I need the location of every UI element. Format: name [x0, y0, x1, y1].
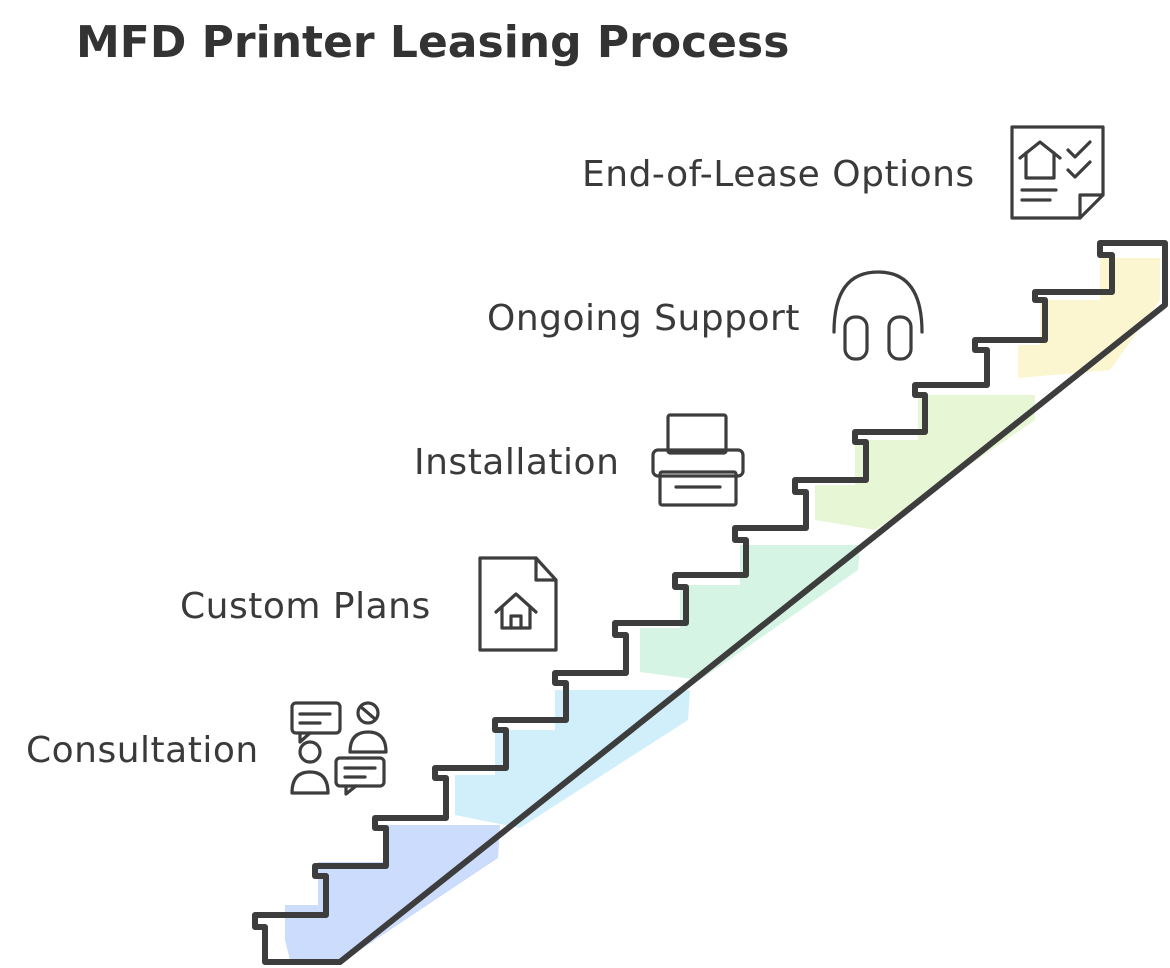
stair-band-end-of-lease — [1018, 258, 1160, 378]
consultation-icon — [290, 701, 388, 796]
stair-band-custom-plans — [455, 690, 690, 828]
step-label-ongoing-support: Ongoing Support — [487, 298, 800, 339]
headphones-icon — [832, 270, 924, 361]
checklist-document-icon — [1010, 125, 1105, 220]
stair-highlights — [285, 258, 1160, 960]
stair-band-consultation — [285, 825, 500, 960]
step-label-custom-plans: Custom Plans — [180, 586, 431, 627]
step-label-consultation: Consultation — [26, 730, 259, 771]
stair-band-installation — [640, 545, 860, 680]
step-label-installation: Installation — [414, 442, 619, 483]
stair-band-ongoing-support — [815, 395, 1035, 530]
document-icon — [478, 556, 558, 652]
step-label-end-of-lease-options: End-of-Lease Options — [582, 154, 975, 195]
page-title: MFD Printer Leasing Process — [76, 17, 789, 68]
staircase-outline — [252, 240, 1168, 965]
printer-icon — [651, 413, 745, 507]
